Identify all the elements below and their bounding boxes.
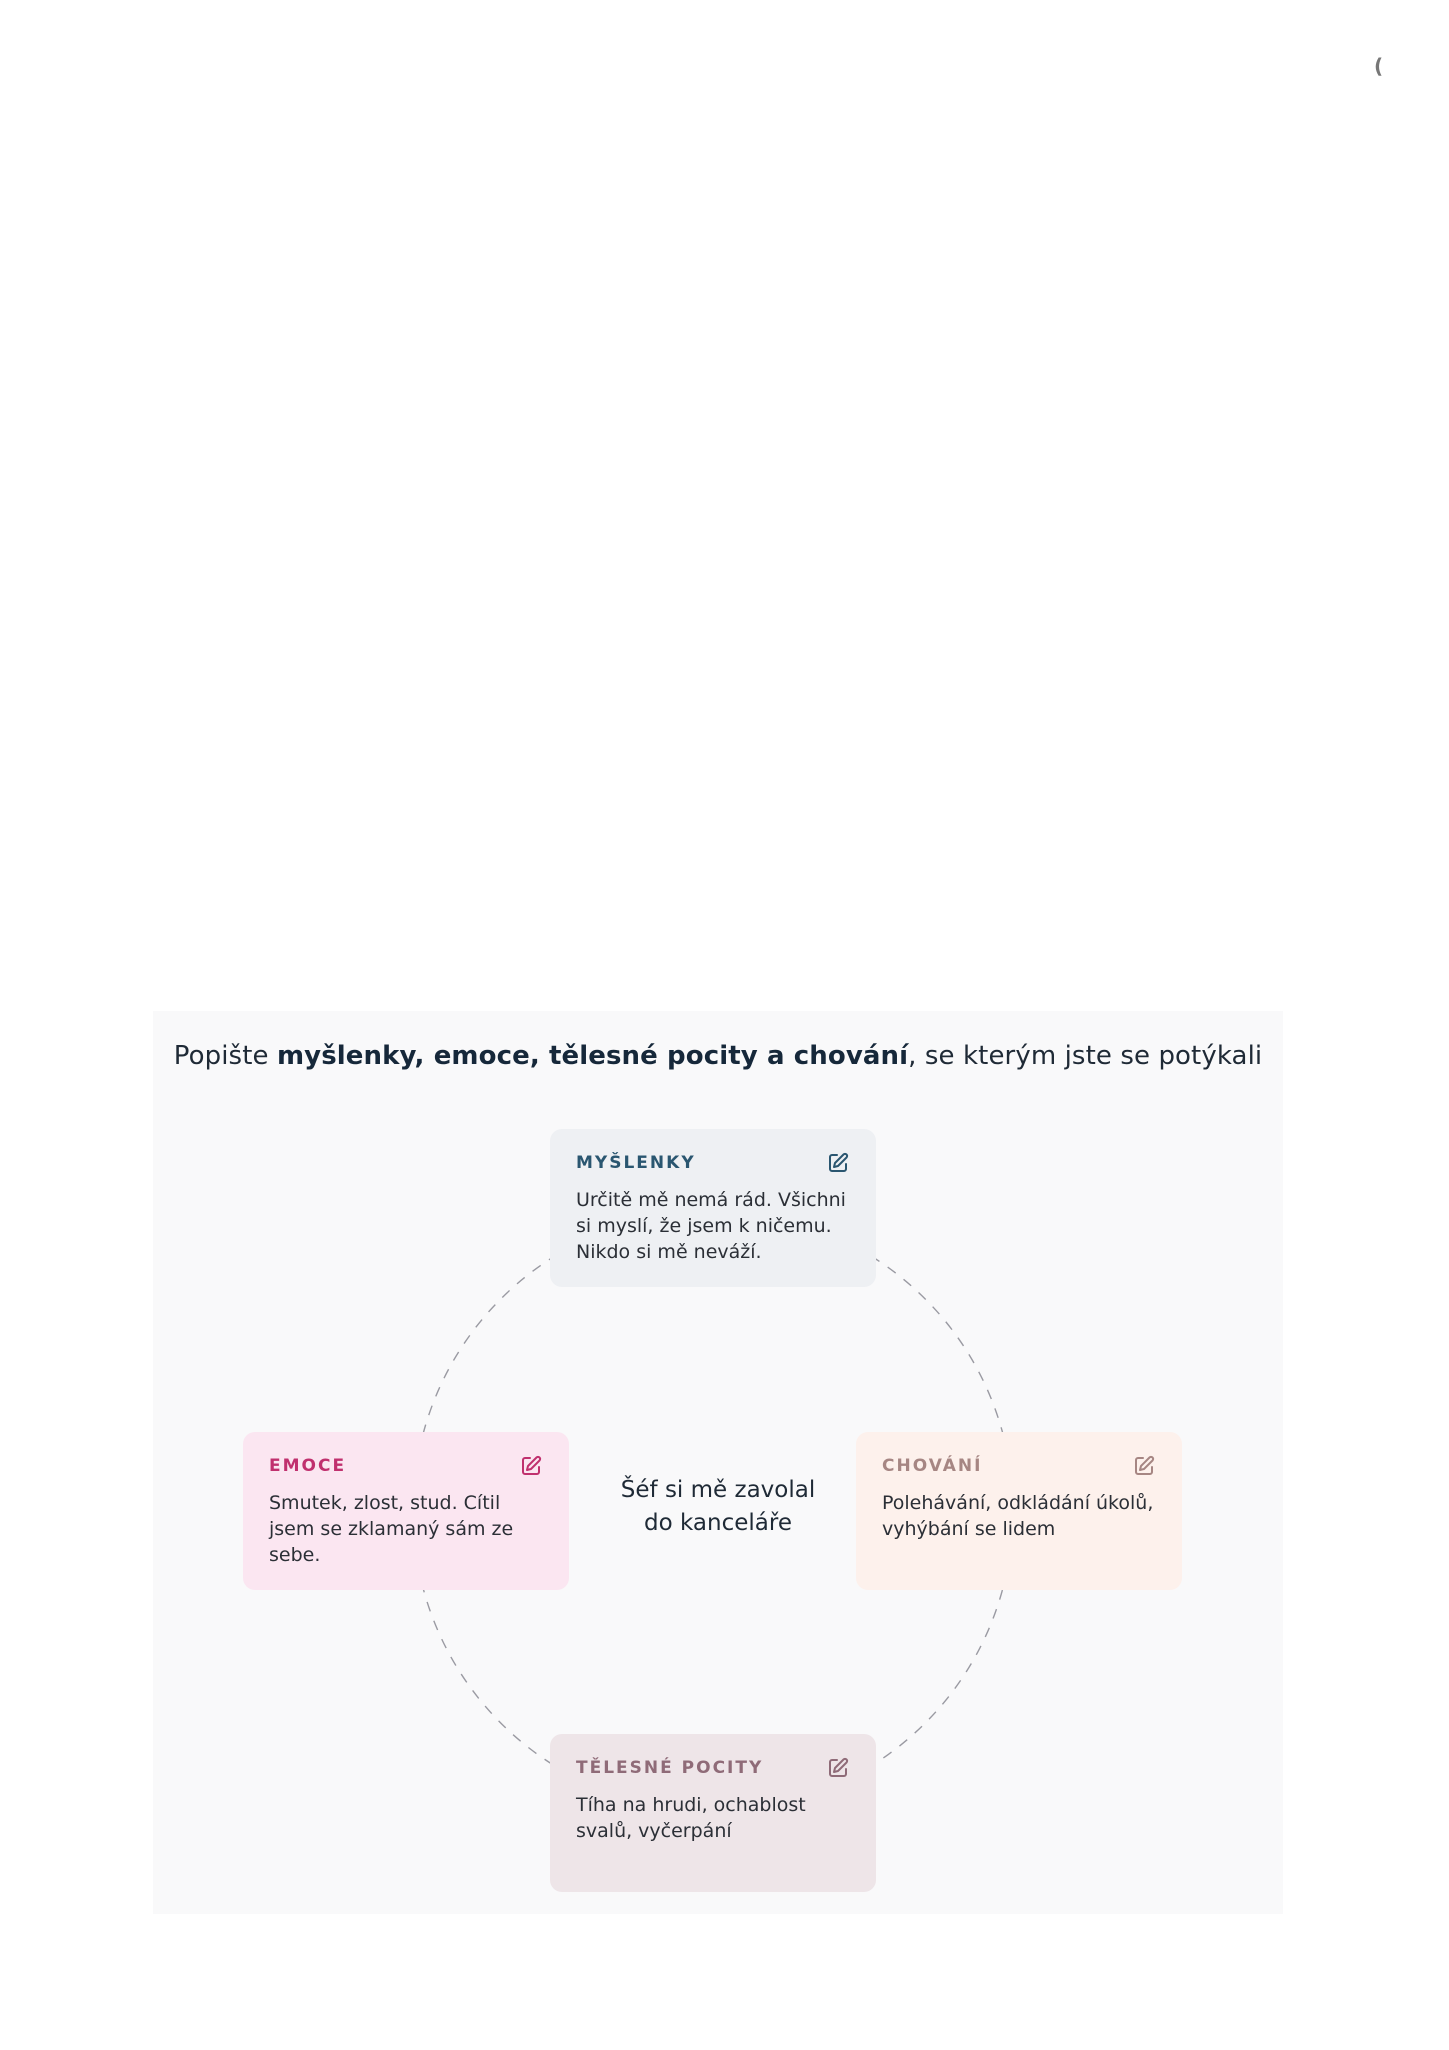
card-behaviour-text[interactable]: Polehávání, odkládání úkolů, vyhýbání se…: [882, 1492, 1154, 1540]
edit-icon[interactable]: [519, 1454, 543, 1478]
card-emotions-text[interactable]: Smutek, zlost, stud. Cítil jsem se zklam…: [269, 1492, 514, 1566]
situation-line-1: Šéf si mě zavolal: [620, 1477, 816, 1503]
edit-icon[interactable]: [1132, 1454, 1156, 1478]
heading-suffix: , se kterým jste se potýkali: [908, 1041, 1263, 1071]
card-behaviour-title: CHOVÁNÍ: [882, 1456, 983, 1476]
exercise-heading: Popište myšlenky, emoce, tělesné pocity …: [153, 1041, 1283, 1071]
corner-mark: (: [1374, 54, 1384, 78]
card-emotions-title: EMOCE: [269, 1456, 347, 1476]
card-body-sensations: TĚLESNÉ POCITY Tíha na hrudi, ochablost …: [550, 1734, 876, 1892]
exercise-panel: Popište myšlenky, emoce, tělesné pocity …: [153, 1011, 1283, 1914]
card-body-text[interactable]: Tíha na hrudi, ochablost svalů, vyčerpán…: [576, 1794, 806, 1842]
edit-icon[interactable]: [826, 1756, 850, 1780]
heading-bold: myšlenky, emoce, tělesné pocity a chován…: [276, 1041, 909, 1071]
situation-line-2: do kanceláře: [644, 1510, 792, 1536]
edit-icon[interactable]: [826, 1151, 850, 1175]
card-thoughts-text[interactable]: Určitě mě nemá rád. Všichni si myslí, že…: [576, 1189, 846, 1263]
card-behaviour: CHOVÁNÍ Polehávání, odkládání úkolů, vyh…: [856, 1432, 1182, 1590]
situation-center: Šéf si mě zavolal do kanceláře: [593, 1474, 843, 1540]
heading-prefix: Popište: [173, 1041, 277, 1071]
card-thoughts: MYŠLENKY Určitě mě nemá rád. Všichni si …: [550, 1129, 876, 1287]
card-emotions: EMOCE Smutek, zlost, stud. Cítil jsem se…: [243, 1432, 569, 1590]
card-body-title: TĚLESNÉ POCITY: [576, 1758, 764, 1778]
card-thoughts-title: MYŠLENKY: [576, 1153, 696, 1173]
